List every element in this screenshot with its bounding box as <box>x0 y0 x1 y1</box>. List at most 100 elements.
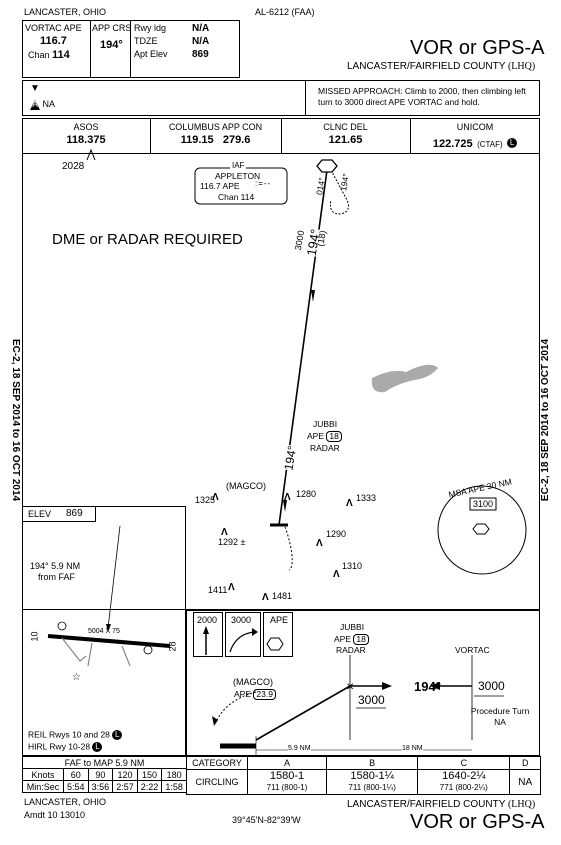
profile-magco-ape: APE <box>234 689 252 699</box>
obstacle-1325: 1325 <box>195 495 216 505</box>
tdze-label: TDZE <box>134 36 158 46</box>
comm-clearance-value: 121.65 <box>328 134 363 146</box>
planview-frame <box>22 154 540 610</box>
jubbi-dme-badge: 18 <box>326 431 342 442</box>
table-row: CATEGORY A B C D <box>186 756 541 770</box>
min-d-main: NA <box>518 776 533 788</box>
elev-value: 869 <box>66 508 83 519</box>
jubbi-name: JUBBI <box>313 419 338 429</box>
profile-jubbi-radar: RADAR <box>336 645 366 655</box>
obstacle-1481: 1481 <box>272 591 293 601</box>
knots-label: Knots <box>22 768 64 781</box>
vortac-freq: 116.7 <box>40 35 67 47</box>
profile-alt-3000-mid: 3000 <box>358 693 385 707</box>
vortac-chan: Chan 114 <box>28 50 70 61</box>
iaf-chan: Chan 114 <box>218 192 255 202</box>
footer-airport-id: (LHQ) <box>507 799 536 810</box>
beacon-icon: ☆ <box>72 672 81 683</box>
obstacle-icon: Λ <box>316 538 323 549</box>
min-a-sub: 711 (800-1) <box>266 783 308 792</box>
runway-dims: 5004 X 75 <box>88 628 120 635</box>
obstacle-icon: Λ <box>221 527 228 538</box>
obstacle-icon: Λ <box>333 569 340 580</box>
planview-magco: (MAGCO) <box>226 481 266 491</box>
minsec-cell: 2:22 <box>136 780 163 793</box>
msa-altitude: 3100 <box>472 499 494 509</box>
profile-jubbi-dme-badge: 18 <box>353 634 369 645</box>
profile-dist-2: 18 NM <box>402 745 423 752</box>
footer-title: VOR or GPS-A <box>410 811 545 833</box>
circling-label: CIRCLING <box>186 769 248 795</box>
min-c-sub: 771 (800-2¼) <box>439 783 488 792</box>
table-row: Min:Sec 5:54 3:56 2:57 2:22 1:58 <box>22 780 187 793</box>
comm-approach: COLUMBUS APP CON 119.15 279.6 <box>150 122 281 146</box>
runway-28-label: 28 <box>167 641 178 652</box>
profile-alt-2000-box <box>193 612 223 657</box>
obstacle-icon: Λ <box>284 492 291 503</box>
fix-note-1: 194° 5.9 NM <box>30 561 81 571</box>
knots-cell: 90 <box>87 768 114 781</box>
profile-ape-box <box>263 612 293 657</box>
profile-magco: (MAGCO) <box>233 677 273 687</box>
footer-coords: 39°45'N-82°39'W <box>232 815 301 825</box>
footer-airport: LANCASTER/FAIRFIELD COUNTY (LHQ) <box>347 800 535 810</box>
comm-approach-value: 119.15 279.6 <box>180 134 251 146</box>
knots-cell: 60 <box>62 768 89 781</box>
reil-note: REIL Rwys 10 and 28 L <box>28 729 123 740</box>
obstacle-icon: Λ <box>212 492 219 503</box>
header-chart-id: AL-6212 (FAA) <box>255 7 315 17</box>
profile-jubbi-ape: APE <box>334 634 352 644</box>
terrain-shape <box>371 364 438 393</box>
reil-text: REIL Rwys 10 and 28 <box>28 729 110 740</box>
obstacle-1292: 1292 ± <box>218 537 246 547</box>
knots-cell: 150 <box>136 768 163 781</box>
jubbi-ape: APE <box>307 431 325 441</box>
timing-table: FAF to MAP 5.9 NM Knots 60 90 120 150 18… <box>22 756 187 793</box>
minimums-table: CATEGORY A B C D CIRCLING 1580-1 711 (80… <box>186 756 541 795</box>
alt-min-text: NA <box>42 99 56 109</box>
elev-box <box>22 506 96 522</box>
procedure-turn-note: Procedure Turn NA <box>470 706 530 727</box>
lighting-badge: L <box>507 137 518 148</box>
vortac-iaf-icon <box>316 159 338 173</box>
timing-header: FAF to MAP 5.9 NM <box>22 756 187 769</box>
footer-location: LANCASTER, OHIO <box>24 797 107 807</box>
profile-alt-3000: 3000 <box>231 615 252 625</box>
min-c-main: 1640-2¼ <box>442 770 486 782</box>
minsec-label: Min:Sec <box>22 780 64 793</box>
comm-unicom-value: 122.725 <box>432 138 473 150</box>
obstacle-1310: 1310 <box>342 561 363 571</box>
header-airport-name: LANCASTER/FAIRFIELD COUNTY <box>347 61 506 72</box>
comm-asos: ASOS 118.375 <box>22 122 150 146</box>
comm-asos-value: 118.375 <box>66 134 106 146</box>
min-b-sub: 711 (800-1¼) <box>348 783 396 792</box>
terrain-2028: 2028 <box>62 161 85 172</box>
comm-unicom-label: UNICOM <box>456 122 494 132</box>
rwy-ldg-label: Rwy ldg <box>134 23 167 33</box>
header-title: VOR or GPS-A <box>410 37 545 59</box>
iaf-name: APPLETON <box>215 171 261 181</box>
profile-jubbi: JUBBI <box>340 622 365 632</box>
obstacle-1411: 1411 <box>208 585 228 595</box>
profile-vortac: VORTAC <box>455 645 490 655</box>
fix-note-2: from FAF <box>38 572 76 582</box>
obstacle-2028-icon <box>86 148 96 161</box>
comm-clearance-label: CLNC DEL <box>323 122 368 132</box>
takeoff-icon: ▼ <box>30 83 40 94</box>
elev-label: ELEV <box>28 509 52 519</box>
profile-ape-label: APE <box>270 615 289 625</box>
min-a-main: 1580-1 <box>269 770 305 782</box>
knots-cell: 120 <box>112 768 138 781</box>
vortac-label: VORTAC APE <box>25 23 82 33</box>
category-label: CATEGORY <box>186 756 248 770</box>
app-crs-value: 194° <box>100 39 123 51</box>
profile-jubbi-fix: APE 18 <box>334 634 369 645</box>
comm-clearance: CLNC DEL 121.65 <box>281 122 410 146</box>
briefing-box <box>22 20 240 78</box>
minsec-cell: 3:56 <box>87 780 114 793</box>
runway-10-label: 10 <box>29 631 40 642</box>
msa-vortac-icon <box>472 523 490 535</box>
table-row: Knots 60 90 120 150 180 <box>22 768 187 781</box>
chan-label: Chan <box>28 50 50 60</box>
